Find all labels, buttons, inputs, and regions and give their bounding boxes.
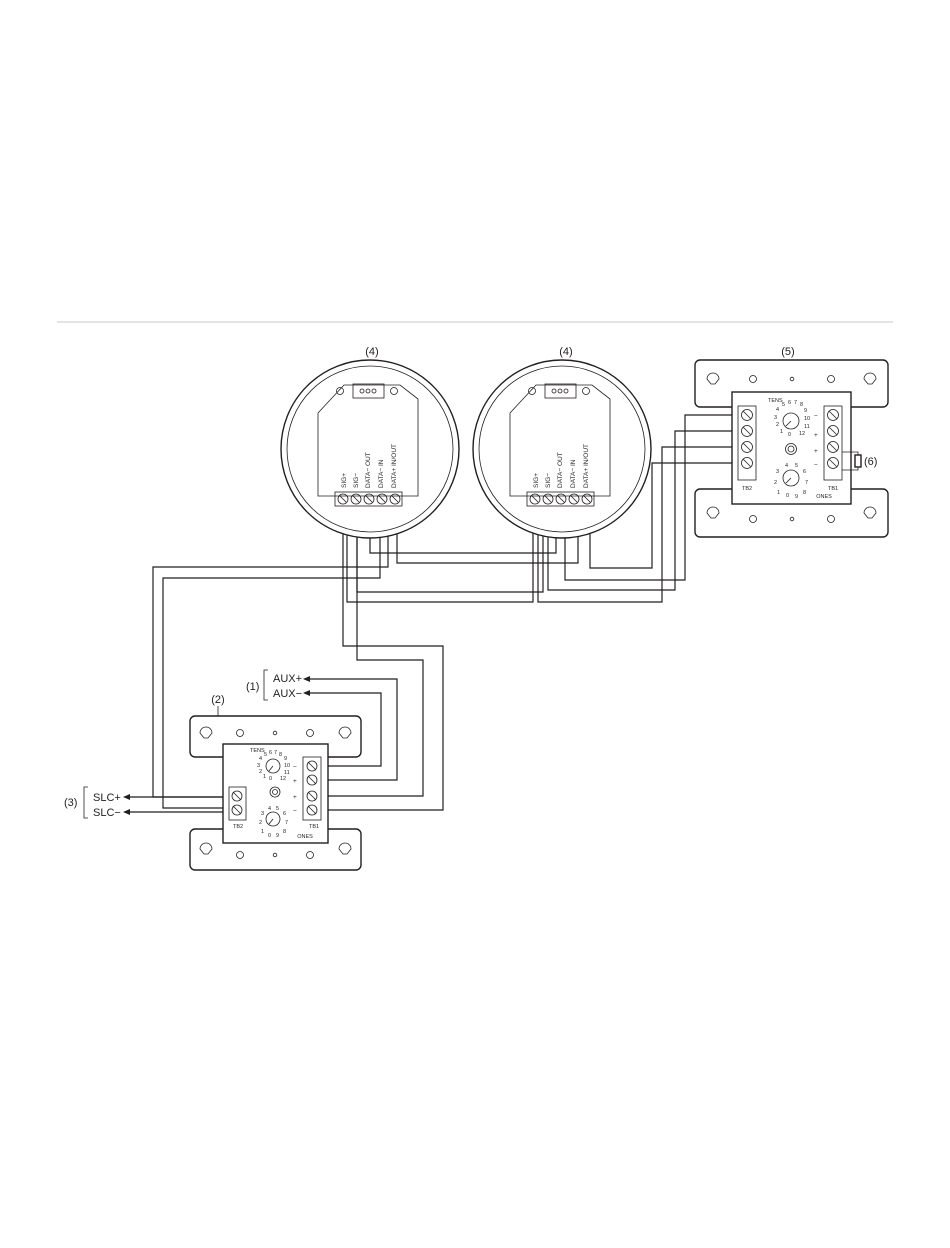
svg-text:5: 5 (782, 402, 785, 408)
aux-bracket (264, 670, 268, 700)
svg-text:8: 8 (283, 829, 286, 835)
svg-text:6: 6 (788, 400, 791, 406)
svg-text:3: 3 (776, 469, 779, 475)
svg-text:6: 6 (283, 811, 286, 817)
callout-slc: (3) (64, 797, 77, 809)
svg-text:1: 1 (263, 774, 266, 780)
control-module: TB2 TB1 TENS ONES 0 1 2 3 4 5 6 7 8 9 10… (190, 716, 361, 870)
svg-text:8: 8 (803, 490, 806, 496)
slc-plus-arrow-icon (123, 794, 130, 800)
remote-module: TB2 TB1 TENS ONES 0 1 2 3 4 5 6 7 8 9 10… (695, 360, 888, 537)
svg-text:−: − (293, 764, 297, 771)
svg-text:+: + (814, 432, 818, 439)
svg-text:2: 2 (259, 769, 262, 775)
device-b-term-label-3: DATA− OUT (557, 452, 564, 488)
svg-text:1: 1 (780, 429, 783, 435)
control-ones-label: ONES (297, 834, 313, 840)
svg-text:3: 3 (774, 415, 777, 421)
eol-resistor (855, 455, 861, 467)
svg-text:7: 7 (805, 480, 808, 486)
device-b-term-label-1: SIG+ (533, 473, 540, 488)
aux-plus-arrow-icon (303, 676, 310, 682)
slc-bracket (84, 787, 88, 818)
svg-text:−: − (814, 413, 818, 420)
slc-minus-arrow-icon (123, 809, 130, 815)
aux-minus-arrow-icon (303, 690, 310, 696)
svg-text:11: 11 (804, 424, 810, 430)
callout-aux: (1) (246, 681, 259, 693)
svg-text:3: 3 (261, 811, 264, 817)
svg-text:12: 12 (280, 776, 286, 782)
svg-text:4: 4 (785, 463, 788, 469)
svg-text:5: 5 (276, 806, 279, 812)
device-a-term-label-5: DATA+ IN/OUT (391, 444, 398, 488)
svg-text:9: 9 (804, 408, 807, 414)
svg-text:+: + (293, 778, 297, 785)
device-a-term-label-3: DATA− OUT (365, 452, 372, 488)
device-a-outer-ring (281, 360, 459, 538)
svg-text:1: 1 (777, 490, 780, 496)
device-b-term-label-5: DATA+ IN/OUT (583, 444, 590, 488)
device-a-term-label-1: SIG+ (341, 473, 348, 488)
svg-text:0: 0 (268, 833, 271, 839)
svg-text:3: 3 (257, 763, 260, 769)
svg-text:6: 6 (269, 750, 272, 756)
callout-resistor: (6) (864, 456, 877, 468)
callout-device-b: (4) (559, 346, 572, 358)
slc-minus-label: SLC− (93, 807, 121, 819)
svg-text:8: 8 (279, 752, 282, 758)
remote-ones-label: ONES (816, 494, 832, 500)
slc-plus-label: SLC+ (93, 792, 121, 804)
svg-text:+: + (293, 794, 297, 801)
svg-text:7: 7 (274, 750, 277, 756)
svg-text:4: 4 (259, 756, 262, 762)
device-b-term-label-2: SIG− (545, 473, 552, 488)
svg-text:−: − (814, 462, 818, 469)
svg-text:0: 0 (269, 776, 272, 782)
svg-text:10: 10 (804, 416, 810, 422)
remote-tb1-label: TB1 (828, 486, 838, 492)
callout-device-a: (4) (365, 346, 378, 358)
device-a: SIG+ SIG− DATA− OUT DATA− IN DATA+ IN/OU… (281, 360, 459, 538)
remote-tens-label: TENS (768, 398, 783, 404)
svg-text:9: 9 (276, 833, 279, 839)
svg-text:5: 5 (795, 463, 798, 469)
device-a-term-label-2: SIG− (353, 473, 360, 488)
svg-text:6: 6 (803, 469, 806, 475)
svg-text:4: 4 (776, 407, 779, 413)
control-tb1-label: TB1 (309, 824, 319, 830)
svg-text:9: 9 (284, 756, 287, 762)
svg-text:0: 0 (786, 493, 789, 499)
svg-text:9: 9 (795, 494, 798, 500)
aux-feed: AUX+ AUX− (264, 670, 310, 700)
slc-feed: SLC+ SLC− (84, 787, 130, 819)
svg-text:+: + (814, 448, 818, 455)
svg-text:2: 2 (776, 422, 779, 428)
svg-text:7: 7 (285, 820, 288, 826)
device-b: SIG+ SIG− DATA− OUT DATA− IN DATA+ IN/OU… (473, 360, 651, 538)
device-a-term-label-4: DATA− IN (378, 459, 385, 488)
control-tens-label: TENS (250, 748, 265, 754)
aux-plus-label: AUX+ (273, 673, 302, 685)
svg-text:2: 2 (774, 480, 777, 486)
remote-tb2-label: TB2 (742, 486, 752, 492)
aux-minus-label: AUX− (273, 688, 302, 700)
svg-text:5: 5 (264, 752, 267, 758)
svg-text:−: − (293, 808, 297, 815)
svg-text:8: 8 (800, 402, 803, 408)
svg-text:1: 1 (261, 829, 264, 835)
control-tb2-label: TB2 (233, 824, 243, 830)
svg-text:4: 4 (268, 806, 271, 812)
svg-text:0: 0 (788, 432, 791, 438)
svg-text:12: 12 (799, 431, 805, 437)
svg-text:10: 10 (284, 763, 290, 769)
svg-text:2: 2 (259, 820, 262, 826)
device-b-outer-ring (473, 360, 651, 538)
callout-control-module: (2) (211, 694, 224, 706)
device-b-term-label-4: DATA− IN (570, 459, 577, 488)
callout-remote-module: (5) (781, 346, 794, 358)
svg-text:7: 7 (794, 400, 797, 406)
